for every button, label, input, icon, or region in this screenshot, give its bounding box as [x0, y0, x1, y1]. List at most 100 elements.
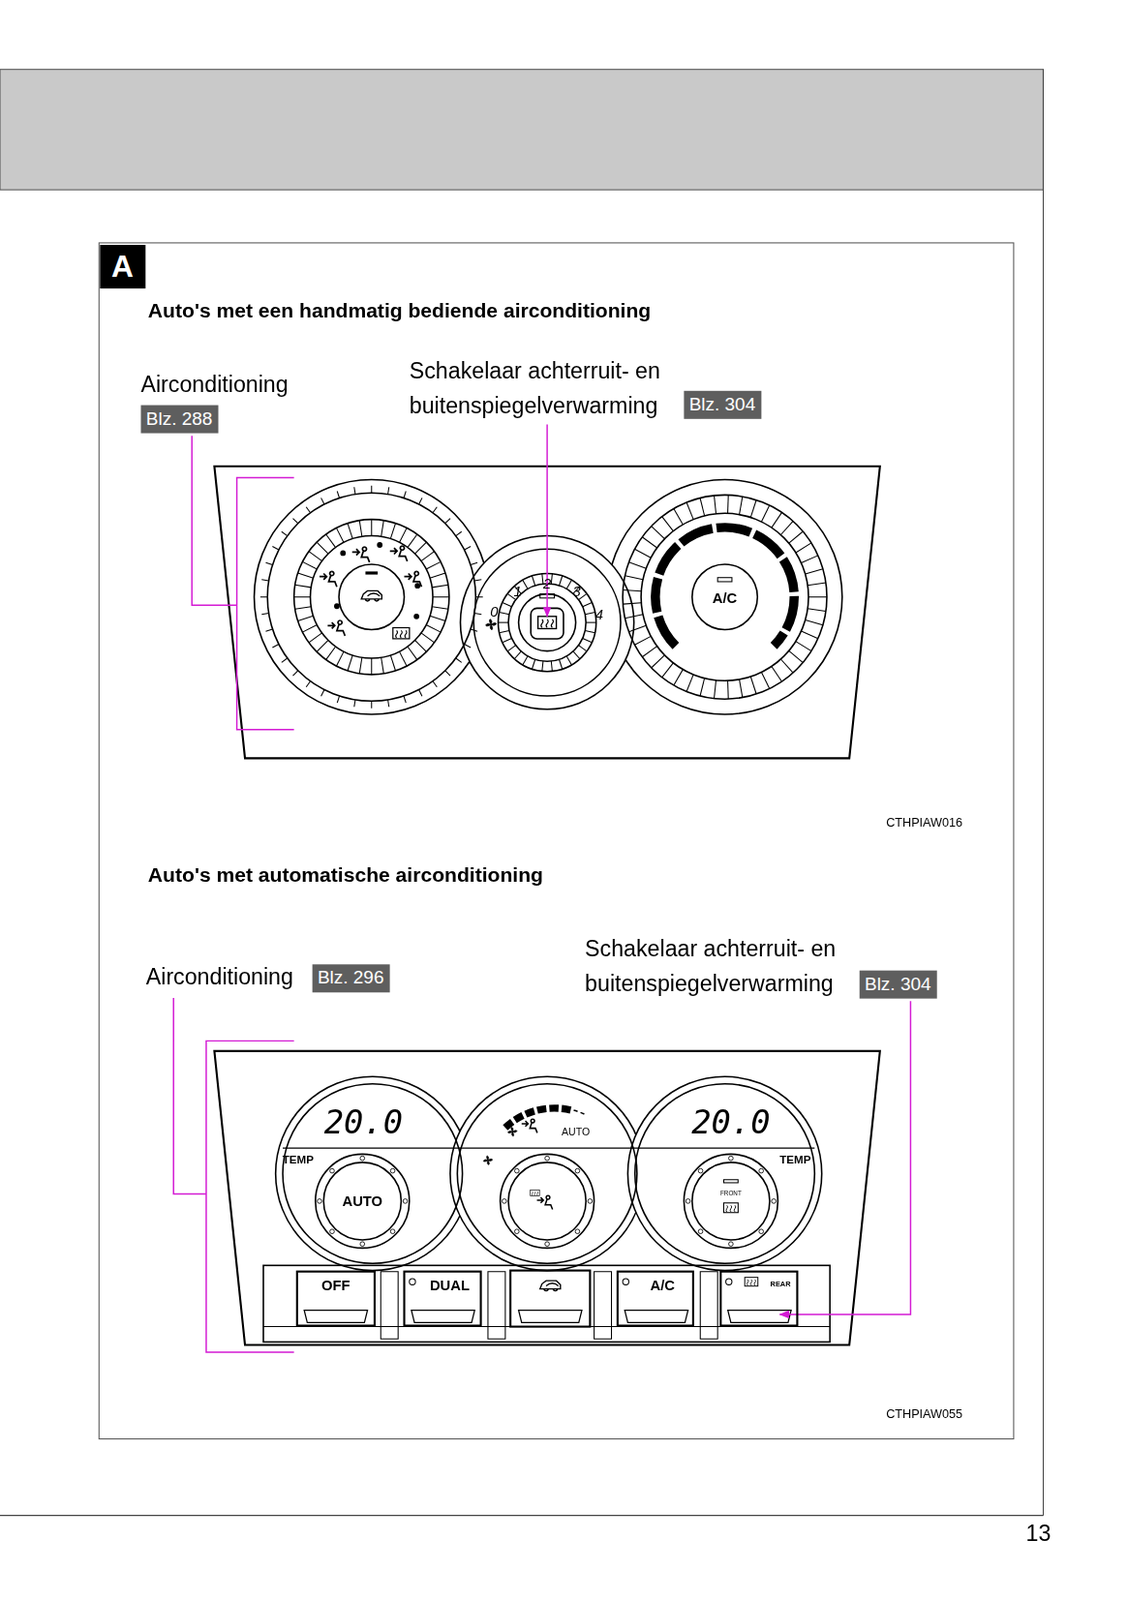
- knurl-stroke: [585, 622, 597, 624]
- knob-dot: [698, 1229, 703, 1235]
- knurl-stroke: [579, 645, 588, 652]
- knurl-stroke: [388, 487, 390, 494]
- knurl-stroke: [347, 655, 353, 671]
- knurl-stroke: [347, 523, 353, 540]
- knurl-stroke: [641, 646, 657, 658]
- knurl-stroke: [293, 518, 299, 524]
- knob-dot: [729, 1156, 734, 1161]
- knurl-stroke: [403, 696, 406, 703]
- page-ref: Blz. 304: [864, 971, 932, 999]
- knurl-stroke: [335, 527, 344, 543]
- knurl-stroke: [293, 670, 299, 676]
- knurl-stroke: [431, 607, 449, 610]
- knurl-stroke: [426, 561, 441, 570]
- knurl-stroke: [566, 579, 572, 589]
- button-label: REAR: [764, 1280, 797, 1289]
- knurl-stroke: [771, 666, 783, 682]
- knurl-stroke: [795, 641, 812, 652]
- knurl-stroke: [801, 631, 819, 640]
- knurl-stroke: [780, 520, 793, 535]
- knurl-stroke: [414, 640, 427, 652]
- knurl-stroke: [370, 486, 372, 493]
- knurl-stroke: [739, 496, 743, 516]
- knurl-stroke: [499, 612, 510, 615]
- panel-text: A/C: [712, 589, 737, 608]
- knurl-stroke: [566, 656, 572, 666]
- knob-dot: [514, 1168, 519, 1174]
- knurl-stroke: [499, 630, 510, 633]
- panel-text: 1: [513, 583, 521, 602]
- knurl-stroke: [261, 613, 269, 615]
- knurl-stroke: [474, 613, 482, 615]
- knurl-stroke: [584, 630, 595, 633]
- knurl-stroke: [281, 531, 288, 536]
- knurl-stroke: [780, 659, 793, 673]
- page-ref: Blz. 296: [317, 964, 385, 992]
- knurl-stroke: [558, 659, 562, 670]
- knurl-stroke: [298, 573, 314, 579]
- knurl-stroke: [370, 519, 372, 537]
- knurl-stroke: [260, 596, 268, 598]
- knurl-stroke: [641, 537, 657, 549]
- knob-dot: [514, 1229, 519, 1235]
- knurl-stroke: [281, 658, 288, 663]
- knurl-stroke: [502, 603, 513, 608]
- knurl-stroke: [403, 490, 406, 498]
- knurl-stroke: [388, 700, 390, 707]
- panel-text: 20.0: [691, 1102, 770, 1142]
- knurl-stroke: [673, 670, 683, 686]
- knob-dot: [330, 1229, 336, 1235]
- knurl-stroke: [550, 661, 552, 671]
- knurl-stroke: [475, 596, 483, 598]
- button-label: DUAL: [419, 1278, 480, 1294]
- knurl-stroke: [807, 582, 826, 586]
- knurl-stroke: [445, 670, 451, 676]
- knob-dot: [545, 1156, 550, 1161]
- knurl-stroke: [308, 551, 323, 562]
- knurl-stroke: [807, 609, 826, 612]
- knurl-stroke: [686, 674, 694, 693]
- knurl-stroke: [542, 661, 544, 671]
- knurl-stroke: [429, 615, 446, 621]
- panel-button: A/C: [616, 1271, 695, 1328]
- callout-label: CTHPIAW016: [885, 815, 963, 830]
- knurl-stroke: [335, 651, 344, 667]
- knurl-stroke: [316, 640, 329, 652]
- knurl-stroke: [354, 487, 356, 494]
- knurl-stroke: [298, 615, 314, 621]
- button-label: OFF: [298, 1278, 374, 1294]
- knurl-stroke: [522, 579, 528, 589]
- knurl-stroke: [761, 505, 769, 522]
- knob-dot: [402, 1199, 408, 1205]
- knurl-stroke: [321, 497, 325, 505]
- knurl-stroke: [808, 596, 827, 598]
- knurl-stroke: [359, 657, 363, 674]
- page-ref-badge: Blz. 296: [312, 964, 390, 992]
- knob-dot: [390, 1168, 396, 1174]
- tab-letter: A: [99, 244, 145, 288]
- knurl-stroke: [326, 646, 336, 661]
- knurl-stroke: [634, 548, 651, 558]
- knurl-stroke: [761, 671, 769, 689]
- knurl-stroke: [431, 584, 449, 588]
- knurl-stroke: [302, 561, 317, 570]
- knob-dot: [360, 1156, 366, 1161]
- panel-text: 3: [573, 583, 581, 602]
- knurl-stroke: [624, 614, 643, 619]
- knurl-stroke: [445, 518, 451, 524]
- knurl-stroke: [531, 659, 535, 670]
- knob-dot: [575, 1229, 580, 1235]
- knurl-stroke: [805, 620, 824, 626]
- knob-dot: [575, 1168, 580, 1174]
- knurl-stroke: [407, 534, 418, 549]
- callout-label: CTHPIAW055: [885, 1407, 963, 1423]
- knob-dot: [502, 1199, 508, 1205]
- knurl-stroke: [381, 657, 385, 674]
- knob-dot: [545, 1242, 550, 1248]
- knurl-stroke: [628, 625, 646, 632]
- button-label: A/C: [633, 1278, 693, 1294]
- knurl-stroke: [514, 651, 521, 660]
- callout-label: Schakelaar achterruit- en buitenspiegelv…: [409, 354, 706, 425]
- knurl-stroke: [419, 690, 423, 698]
